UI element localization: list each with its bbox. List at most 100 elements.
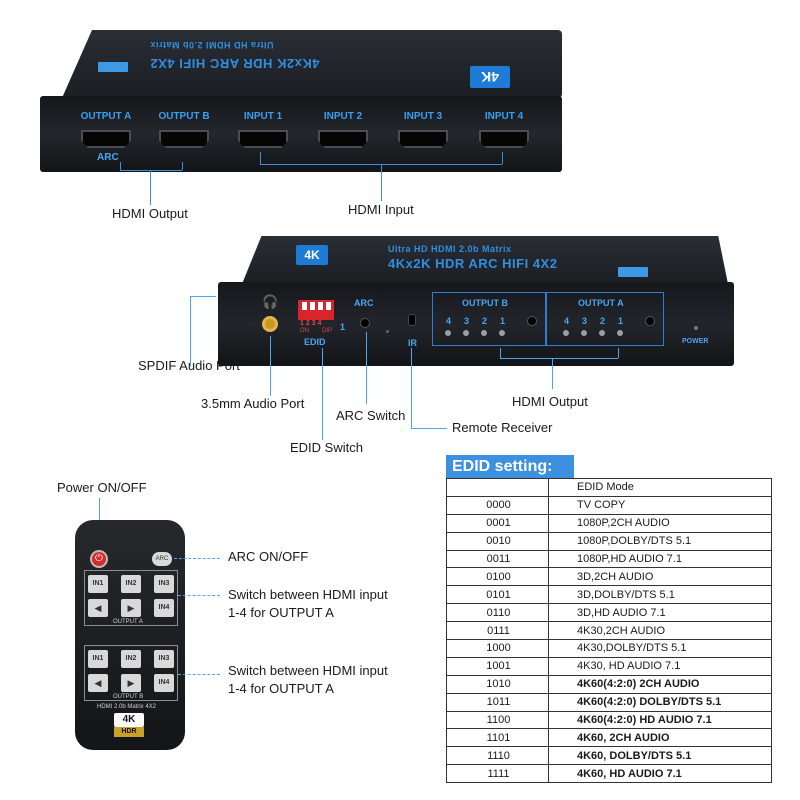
edid-mode-cell: 4K60(4:2:0) HD AUDIO 7.1 [548,710,772,730]
bracket-rear-out-right [618,348,619,358]
bracket-rear-out-left [500,348,501,358]
dip-on-label: ON [300,328,309,334]
annotation-edid-switch: EDID Switch [290,440,363,455]
rear-4k-badge: 4K [296,245,328,265]
output-b-box [432,292,546,346]
dash-group-b [178,674,220,675]
edid-code-cell: 0101 [446,585,549,605]
annotation-group-a-2: 1-4 for OUTPUT A [228,605,334,620]
annotation-remote-receiver: Remote Receiver [452,420,553,435]
rear-arc-label: ARC [354,298,374,308]
headphone-icon: 🎧 [262,294,279,309]
annotation-spdif: SPDIF Audio Port [138,358,240,373]
edid-code-cell: 0001 [446,513,549,533]
ir-label: IR [408,338,417,348]
bracket-input-base [260,164,502,165]
line-arc-switch [366,332,367,404]
annotation-group-b-1: Switch between HDMI input [228,663,388,678]
arc-switch-button[interactable] [360,318,370,328]
remote-group-a-label: OUTPUT A [113,619,143,625]
hdmi-port-input-4 [479,130,529,148]
output-a-num-2: 2 [600,316,606,326]
line-audio-35 [270,336,271,396]
rear-top-print-line1: Ultra HD HDMI 2.0b Matrix [388,244,512,254]
edid-code-cell: 1110 [446,746,549,766]
remote-a-in1[interactable]: IN1 [88,575,108,593]
annotation-power: Power ON/OFF [57,480,147,495]
remote-a-in4[interactable]: IN4 [154,599,174,617]
output-b-led-3 [463,330,469,336]
edid-mode-cell: 4K60, DOLBY/DTS 5.1 [548,746,772,766]
edid-mode-cell: 4K30,2CH AUDIO [548,621,772,641]
output-b-num-4: 4 [446,316,452,326]
dip-one-label: 1 [340,322,346,332]
bracket-output-stem [150,171,151,205]
edid-mode-cell: 1080P,HD AUDIO 7.1 [548,549,772,569]
edid-mode-cell: 3D,HD AUDIO 7.1 [548,603,772,623]
output-b-select-button[interactable] [527,316,537,326]
annotation-audio-35: 3.5mm Audio Port [201,396,305,411]
edid-mode-cell: 4K60(4:2:0) DOLBY/DTS 5.1 [548,692,772,712]
power-led [694,326,698,330]
bracket-output-left [120,162,121,170]
bracket-input-stem [381,165,382,201]
edid-mode-cell: 1080P,DOLBY/DTS 5.1 [548,531,772,551]
remote-b-in2[interactable]: IN2 [121,650,141,668]
edid-code-cell: 1100 [446,710,549,730]
remote-b-right-arrow-icon[interactable]: ▶ [121,674,141,692]
remote-b-in3[interactable]: IN3 [154,650,174,668]
annotation-arc-onoff: ARC ON/OFF [228,549,309,564]
dash-group-a [178,595,220,596]
rear-hdmi-badge [618,267,648,277]
edid-dip-switch[interactable] [298,300,334,320]
remote-a-left-arrow-icon[interactable]: ◀ [88,599,108,617]
edid-code-cell: 1010 [446,674,549,694]
remote-arc-button[interactable]: ARC [152,552,172,566]
remote-b-in4[interactable]: IN4 [154,674,174,692]
line-ir-horizontal [411,428,447,429]
bracket-rear-out-base [500,358,618,359]
annotation-rear-hdmi-output: HDMI Output [512,394,588,409]
remote-a-in2[interactable]: IN2 [121,575,141,593]
output-a-led-1 [617,330,623,336]
dip-dip-label: DIP [322,328,333,334]
line-ir-vertical [411,348,412,428]
output-b-led-4 [445,330,451,336]
edid-mode-cell: 3D,DOLBY/DTS 5.1 [548,585,772,605]
output-a-select-button[interactable] [645,316,655,326]
output-a-led-3 [581,330,587,336]
remote-b-in1[interactable]: IN1 [88,650,108,668]
edid-header-code [446,478,549,497]
remote-a-in3[interactable]: IN3 [154,575,174,593]
remote-b-left-arrow-icon[interactable]: ◀ [88,674,108,692]
ir-receiver [408,314,416,326]
remote-power-button[interactable]: ⏻ [90,550,108,568]
remote-logo-hdr: HDR [114,727,144,737]
edid-code-cell: 1000 [446,639,549,658]
edid-code-cell: 1001 [446,656,549,676]
port-label-output-a: OUTPUT A [80,111,132,122]
bracket-input-right [502,152,503,164]
edid-mode-cell: TV COPY [548,495,772,515]
remote-a-right-arrow-icon[interactable]: ▶ [121,599,141,617]
front-top-print-line1: Ultra HD HDMI 2.0b Matrix [150,40,274,50]
output-a-label: OUTPUT A [578,298,624,308]
edid-mode-cell: 3D,2CH AUDIO [548,567,772,587]
front-arc-label: ARC [97,152,119,163]
line-edid-switch [322,348,323,440]
edid-mode-cell: 4K60, 2CH AUDIO [548,728,772,748]
hdmi-port-output-b [159,130,209,148]
edid-code-cell: 0100 [446,567,549,587]
output-a-led-4 [563,330,569,336]
edid-mode-cell: 1080P,2CH AUDIO [548,513,772,533]
